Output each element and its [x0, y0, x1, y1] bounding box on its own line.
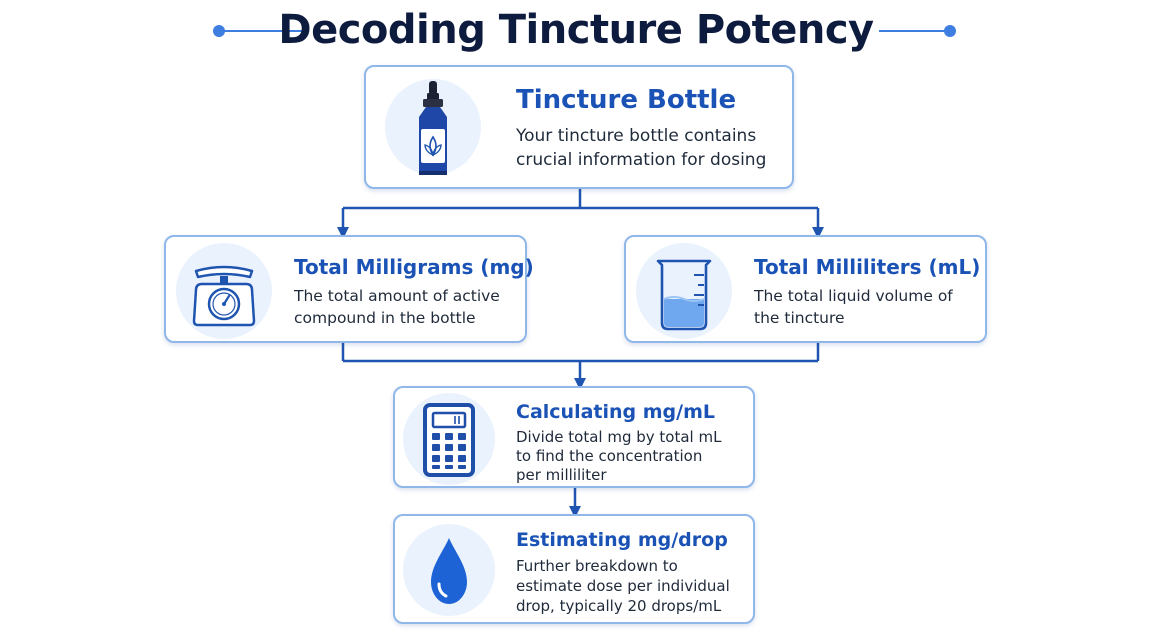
dropper-bottle-icon: [419, 81, 447, 175]
title-bar: Decoding Tincture Potency: [0, 0, 1152, 62]
beaker-icon: [656, 259, 712, 331]
title-left-line: [219, 30, 307, 32]
node-total-milligrams: Total Milligrams (mg) The total amount o…: [164, 235, 534, 343]
calculator-icon: [423, 403, 475, 477]
node-calculating-mg-ml: Calculating mg/mL Divide total mg by tot…: [393, 386, 755, 488]
scale-icon: [192, 265, 256, 327]
milliliters-title: Total Milliliters (mL): [754, 255, 981, 279]
node-total-milliliters: Total Milliliters (mL) The total liquid …: [624, 235, 987, 343]
estimating-description: Further breakdown to estimate dose per i…: [516, 557, 730, 615]
calculator-icon-circle: [403, 393, 495, 485]
node-estimating-mg-drop: Estimating mg/drop Further breakdown to …: [393, 514, 755, 624]
bottle-icon-circle: [385, 79, 481, 175]
beaker-icon-circle: [636, 243, 732, 339]
water-drop-icon: [431, 538, 467, 604]
title-right-dot: [944, 25, 956, 37]
scale-icon-circle: [176, 243, 272, 339]
estimating-title: Estimating mg/drop: [516, 529, 728, 551]
drop-icon-circle: [403, 524, 495, 616]
milliliters-description: The total liquid volume of the tincture: [754, 287, 953, 327]
milligrams-description: The total amount of active compound in t…: [294, 287, 500, 327]
title-right-line: [879, 30, 949, 32]
page-title: Decoding Tincture Potency: [278, 7, 874, 53]
bottle-description: Your tincture bottle contains crucial in…: [516, 126, 767, 170]
node-tincture-bottle: Tincture Bottle Your tincture bottle con…: [364, 65, 794, 189]
bottle-title: Tincture Bottle: [516, 85, 737, 115]
calculating-description: Divide total mg by total mL to find the …: [516, 428, 722, 484]
calculating-title: Calculating mg/mL: [516, 401, 715, 423]
milligrams-title: Total Milligrams (mg): [294, 255, 534, 279]
